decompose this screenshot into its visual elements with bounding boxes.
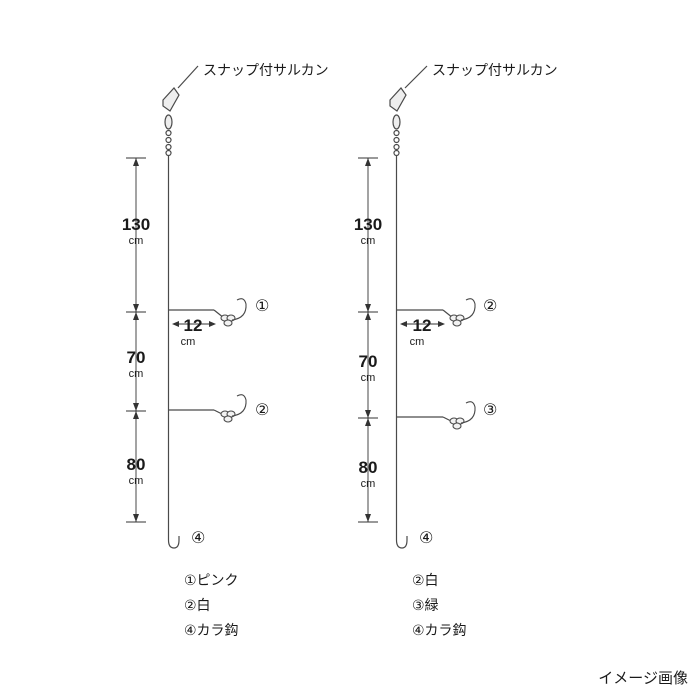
arrow-up — [365, 312, 371, 320]
swivel-ring-icon — [165, 129, 172, 137]
legend-item: ③緑 — [412, 598, 439, 614]
hook-marker: ① — [255, 296, 270, 315]
arrow-up — [133, 158, 139, 166]
arrow-right — [209, 321, 216, 327]
legend-item: ④カラ鈎 — [184, 623, 239, 639]
arrow-up — [365, 418, 371, 426]
snap-label: スナップ付サルカン — [432, 63, 558, 79]
legend-item: ①ピンク — [184, 573, 239, 589]
arrow-up — [133, 411, 139, 419]
branch-length-value: 12 — [412, 316, 432, 335]
swivel-icon — [164, 114, 173, 130]
swivel-ring-icon — [393, 136, 400, 144]
snap-pointer-line — [177, 65, 199, 89]
image-caption: イメージ画像 — [598, 669, 688, 687]
hook-1-icon — [220, 298, 247, 327]
arrow-down — [365, 410, 371, 418]
snap-icon — [162, 87, 180, 112]
hook-marker: ② — [255, 400, 270, 419]
arrow-down — [365, 304, 371, 312]
segment-length-value: 130 — [121, 215, 151, 234]
hook-2-icon — [449, 401, 476, 430]
segment-length-value: 130 — [353, 215, 383, 234]
snap-pointer-line — [404, 65, 428, 89]
snap-label: スナップ付サルカン — [203, 63, 329, 79]
segment-length-unit: cm — [360, 372, 376, 384]
hook-marker: ④ — [419, 528, 434, 547]
segment-length-unit: cm — [360, 235, 376, 247]
branch-length-value: 12 — [183, 316, 203, 335]
hook-marker: ② — [483, 296, 498, 315]
hook-2-icon — [220, 394, 247, 423]
branch-length-unit: cm — [180, 336, 196, 348]
hook-marker: ③ — [483, 400, 498, 419]
segment-length-unit: cm — [128, 235, 144, 247]
arrow-right — [438, 321, 445, 327]
hook-1-icon — [449, 298, 476, 327]
legend-item: ②白 — [412, 573, 439, 589]
swivel-ring-icon — [165, 149, 172, 157]
swivel-ring-icon — [165, 143, 172, 151]
hook-marker: ④ — [191, 528, 206, 547]
segment-length-value: 80 — [126, 455, 146, 474]
end-hook-icon — [395, 536, 408, 549]
end-hook-icon — [167, 536, 180, 549]
segment-length-unit: cm — [128, 475, 144, 487]
arrow-down — [365, 514, 371, 522]
arrow-up — [365, 158, 371, 166]
segment-length-value: 70 — [126, 348, 146, 367]
branch-length-unit: cm — [409, 336, 425, 348]
segment-length-unit: cm — [128, 368, 144, 380]
swivel-icon — [392, 114, 401, 130]
arrow-left — [172, 321, 179, 327]
swivel-ring-icon — [393, 143, 400, 151]
legend-item: ④カラ鈎 — [412, 623, 467, 639]
arrow-down — [133, 514, 139, 522]
legend-item: ②白 — [184, 598, 211, 614]
segment-length-value: 70 — [358, 352, 378, 371]
segment-length-unit: cm — [360, 478, 376, 490]
arrow-left — [400, 321, 407, 327]
segment-length-value: 80 — [358, 458, 378, 477]
arrow-down — [133, 304, 139, 312]
swivel-ring-icon — [393, 129, 400, 137]
swivel-ring-icon — [393, 149, 400, 157]
swivel-ring-icon — [165, 136, 172, 144]
arrow-down — [133, 403, 139, 411]
arrow-up — [133, 312, 139, 320]
snap-icon — [389, 87, 407, 112]
